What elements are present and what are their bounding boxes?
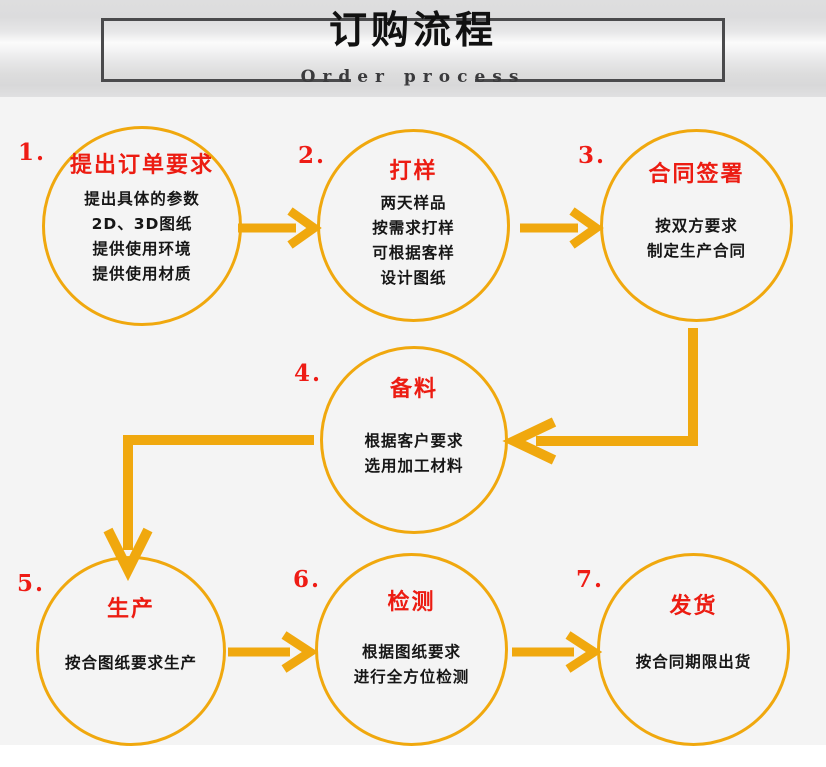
step-3-body: 按双方要求 制定生产合同	[647, 214, 746, 264]
step-1-number: 1.	[18, 139, 47, 166]
step-4-number: 4.	[294, 360, 323, 387]
process-step-5-circle[interactable]: 生产 按合图纸要求生产	[36, 556, 226, 746]
step-2-number: 2.	[298, 142, 327, 169]
step-6-line-1: 根据图纸要求	[361, 643, 461, 661]
step-5-title: 生产	[106, 597, 155, 622]
process-step-4-circle[interactable]: 备料 根据客户要求 选用加工材料	[320, 346, 508, 534]
page-title: 订购流程	[328, 8, 497, 52]
step-7-line-1: 按合同期限出货	[635, 653, 752, 671]
step-6-number: 6.	[293, 566, 322, 593]
arrow-step3-to-step4-icon	[502, 328, 698, 465]
process-step-3-circle[interactable]: 合同签署 按双方要求 制定生产合同	[600, 129, 793, 322]
step-1-body: 提出具体的参数 2D、3D图纸 提供使用环境 提供使用材质	[84, 187, 200, 287]
step-2-line-4: 设计图纸	[380, 269, 447, 287]
process-step-1-circle[interactable]: 提出订单要求 提出具体的参数 2D、3D图纸 提供使用环境 提供使用材质	[42, 126, 242, 326]
process-step-7-circle[interactable]: 发货 按合同期限出货	[597, 553, 790, 746]
header-frame	[101, 18, 725, 82]
step-1-title: 提出订单要求	[69, 153, 214, 178]
step-1-line-2: 2D、3D图纸	[91, 215, 193, 233]
header-frame-bottom-right-line	[475, 79, 725, 82]
step-7-number: 7.	[576, 566, 605, 593]
step-1-line-4: 提供使用材质	[92, 265, 192, 283]
process-step-2-circle[interactable]: 打样 两天样品 按需求打样 可根据客样 设计图纸	[317, 129, 510, 322]
arrow-step6-to-step7-icon	[512, 631, 603, 673]
bottom-white-strip	[0, 745, 826, 767]
step-7-title: 发货	[669, 594, 718, 619]
step-6-title: 检测	[387, 590, 436, 615]
arrow-step2-to-step3-icon	[520, 207, 604, 249]
step-2-line-3: 可根据客样	[372, 244, 455, 262]
arrow-step1-to-step2-icon	[238, 207, 322, 249]
process-step-6-circle[interactable]: 检测 根据图纸要求 进行全方位检测	[315, 553, 508, 746]
step-3-number: 3.	[578, 142, 607, 169]
header-frame-bottom-left-line	[101, 79, 351, 82]
step-3-line-1: 按双方要求	[655, 217, 738, 235]
page-subtitle: Order process	[300, 67, 526, 87]
step-2-body: 两天样品 按需求打样 可根据客样 设计图纸	[372, 191, 455, 291]
step-4-title: 备料	[389, 377, 438, 402]
step-2-line-2: 按需求打样	[372, 219, 455, 237]
step-6-line-2: 进行全方位检测	[353, 668, 470, 686]
arrow-step4-to-step5-icon	[103, 435, 314, 582]
step-4-body: 根据客户要求 选用加工材料	[364, 429, 463, 479]
step-2-title: 打样	[389, 159, 438, 184]
header-frame-top-line	[101, 18, 725, 21]
step-4-line-2: 选用加工材料	[364, 457, 464, 475]
step-5-number: 5.	[17, 570, 46, 597]
step-1-line-1: 提出具体的参数	[84, 190, 200, 208]
step-4-line-1: 根据客户要求	[364, 432, 464, 450]
step-1-line-3: 提供使用环境	[92, 240, 192, 258]
header-frame-left-line	[101, 18, 104, 82]
step-2-line-1: 两天样品	[380, 194, 447, 212]
step-3-line-2: 制定生产合同	[646, 242, 746, 260]
step-7-body: 按合同期限出货	[636, 650, 752, 675]
step-5-body: 按合图纸要求生产	[65, 651, 197, 676]
step-6-body: 根据图纸要求 进行全方位检测	[354, 640, 470, 690]
step-5-line-1: 按合图纸要求生产	[64, 654, 197, 672]
step-3-title: 合同签署	[648, 162, 745, 187]
arrow-step5-to-step6-icon	[228, 631, 319, 673]
header-frame-right-line	[722, 18, 725, 82]
